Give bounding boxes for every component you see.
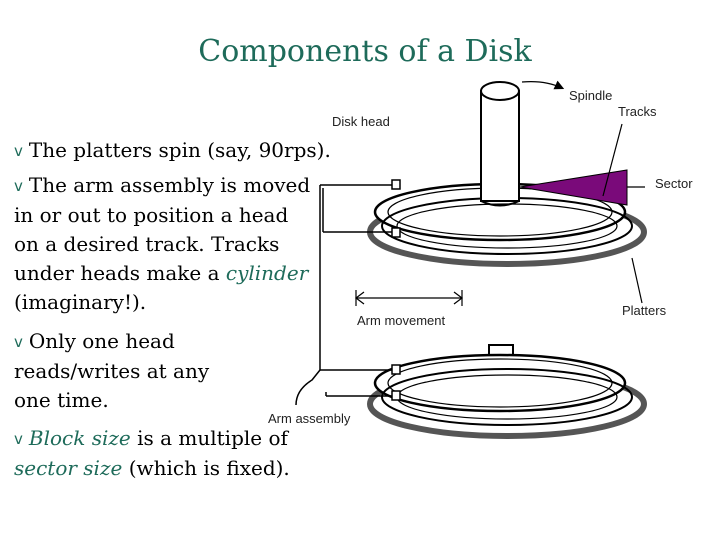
bullet-2-tail: (imaginary!). xyxy=(14,290,147,314)
label-sector: Sector xyxy=(655,176,693,191)
bullet-marker: v xyxy=(14,430,23,448)
bullet-4-text: is a multiple of xyxy=(130,426,288,450)
bullet-1-text: The platters spin (say, 90rps). xyxy=(28,138,331,162)
label-disk-head: Disk head xyxy=(332,114,390,129)
spindle xyxy=(480,81,520,376)
label-platters: Platters xyxy=(622,303,667,318)
leader-lines xyxy=(521,80,645,304)
bullet-marker: v xyxy=(14,177,23,195)
bullet-2-text: The arm assembly is moved in or out to p… xyxy=(14,173,311,285)
bullet-marker: v xyxy=(14,333,23,351)
arm-assembly xyxy=(295,179,401,406)
bullet-4: v Block size is a multiple of sector size… xyxy=(14,424,334,483)
arm-movement-arrow xyxy=(355,290,463,306)
label-spindle: Spindle xyxy=(569,88,612,103)
bullet-marker: v xyxy=(14,142,23,160)
label-tracks: Tracks xyxy=(618,104,657,119)
bullet-4-emphasis-2: sector size xyxy=(14,456,123,480)
bottom-platter xyxy=(367,353,647,439)
slide-title: Components of a Disk xyxy=(198,34,532,69)
label-arm-assembly: Arm assembly xyxy=(268,411,351,426)
bullet-1: v The platters spin (say, 90rps). xyxy=(14,136,374,166)
bullet-3-text: Only one head reads/writes at any one ti… xyxy=(14,329,210,412)
bullet-2-emphasis: cylinder xyxy=(225,261,309,285)
label-arm-movement: Arm movement xyxy=(357,313,446,328)
bullet-4-emphasis: Block size xyxy=(28,426,131,450)
bullet-4-tail: (which is fixed). xyxy=(122,456,290,480)
